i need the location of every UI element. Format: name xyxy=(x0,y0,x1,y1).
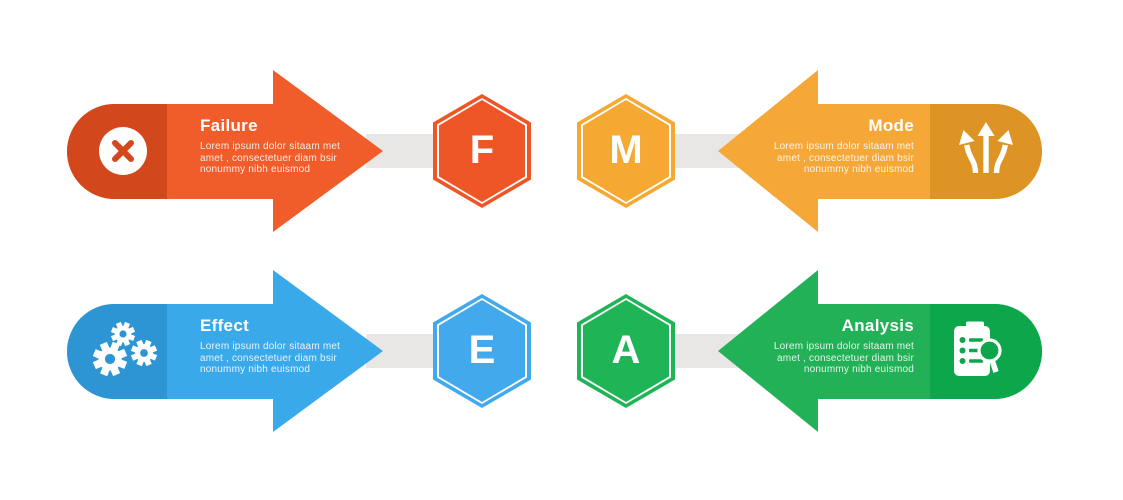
failure-description: Lorem ipsum dolor sitaam met amet , cons… xyxy=(200,141,341,176)
failure-title: Failure xyxy=(200,116,258,135)
hexagon-inner xyxy=(439,300,525,402)
three-way-arrows-icon xyxy=(954,119,1018,182)
effect-hexagon: E xyxy=(433,294,531,408)
analysis-description: Lorem ipsum dolor sitaam met amet , cons… xyxy=(773,341,914,376)
gears-icon xyxy=(89,319,165,388)
mode-hexagon: M xyxy=(577,94,675,208)
analysis-hexagon: A xyxy=(577,294,675,408)
cross-circle-icon xyxy=(99,127,147,175)
failure-letter: F xyxy=(469,127,495,172)
effect-letter: E xyxy=(468,327,496,372)
effect-block: Effect Lorem ipsum dolor sitaam met amet… xyxy=(67,270,383,432)
effect-description: Lorem ipsum dolor sitaam met amet , cons… xyxy=(200,341,341,376)
effect-title: Effect xyxy=(200,316,250,335)
analysis-letter: A xyxy=(611,327,641,372)
analysis-block: Analysis Lorem ipsum dolor sitaam met am… xyxy=(718,270,1042,432)
failure-hexagon: F xyxy=(433,94,531,208)
clipboard-search-icon xyxy=(945,320,1005,387)
mode-description: Lorem ipsum dolor sitaam met amet , cons… xyxy=(773,141,914,176)
mode-block: Mode Lorem ipsum dolor sitaam met amet ,… xyxy=(718,70,1042,232)
failure-block: Failure Lorem ipsum dolor sitaam met ame… xyxy=(67,70,383,232)
mode-title: Mode xyxy=(868,116,914,135)
mode-letter: M xyxy=(609,127,643,172)
hexagon-inner xyxy=(439,100,525,202)
analysis-title: Analysis xyxy=(841,316,914,335)
